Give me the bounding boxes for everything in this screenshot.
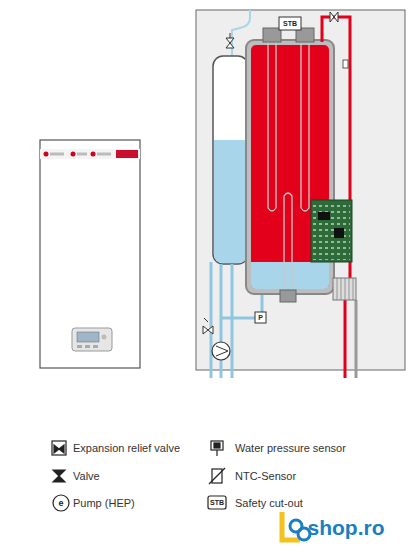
legend-text: Safety cut-out bbox=[235, 498, 303, 509]
boiler-internals bbox=[196, 10, 405, 378]
stb-icon-label: STB bbox=[210, 499, 224, 506]
stb-label: STB bbox=[283, 20, 297, 27]
pressure-label: P bbox=[258, 314, 263, 321]
boiler-front bbox=[40, 140, 140, 368]
legend-text: Water pressure sensor bbox=[235, 443, 346, 454]
watermark-logo bbox=[282, 512, 310, 540]
legend-text: Expansion relief valve bbox=[73, 443, 180, 454]
pump-icon-letter: e bbox=[58, 499, 63, 508]
watermark: shop.ro bbox=[308, 517, 385, 538]
legend-text: Valve bbox=[73, 471, 100, 482]
legend-text: Pump (HEP) bbox=[73, 498, 135, 509]
legend-text: NTC-Sensor bbox=[235, 471, 296, 482]
legend-icons bbox=[52, 441, 226, 511]
